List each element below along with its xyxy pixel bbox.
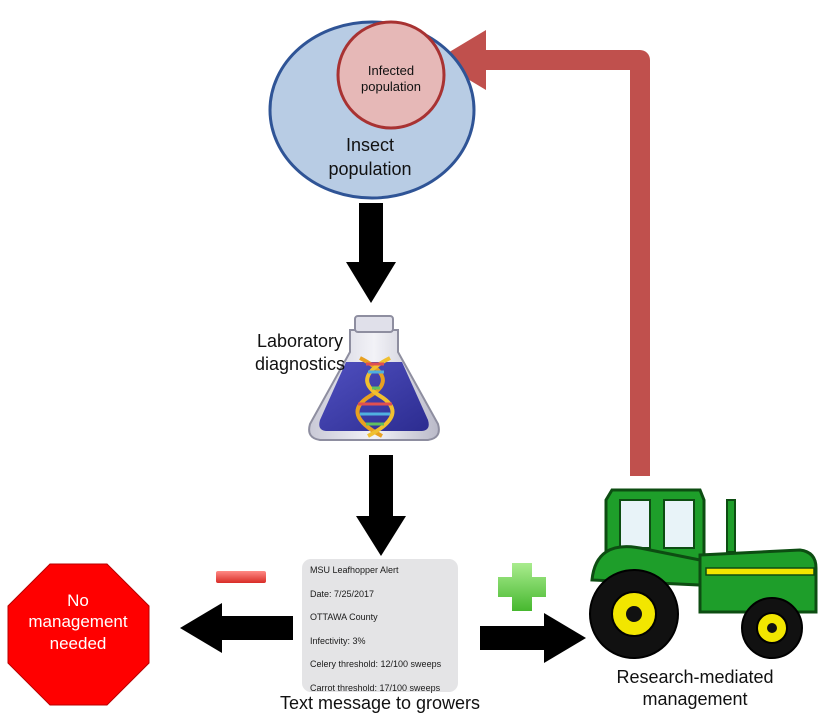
lab-label-line2: diagnostics [254,354,346,375]
sms-line: Carrot threshold: 17/100 sweeps [310,682,441,693]
management-label-line2: management [642,688,748,709]
text-message-card: MSU Leafhopper Alert Date: 7/25/2017 OTT… [302,559,458,693]
stop-sign-icon [7,563,150,706]
plus-icon [498,563,546,611]
infected-population-circle [336,20,446,130]
infected-label-line1: Infected [367,63,415,78]
no-management-label: No management needed [8,590,148,654]
flask-icon [308,315,440,441]
left-arrow-to-no-management [180,603,293,653]
research-mediated-management-label: Research-mediated management [600,667,790,710]
text-message-caption: Text message to growers [279,693,481,713]
insect-population-label: Insect population [310,133,430,182]
dna-icon [355,356,395,438]
insect-label-line2: population [328,159,412,180]
infected-population-label: Infected population [351,63,431,94]
sms-line: OTTAWA County [310,612,378,623]
no-management-line2: management [28,612,128,632]
feedback-arrow [436,30,650,476]
management-label-line1: Research-mediated [616,667,774,687]
minus-icon [216,571,266,583]
sms-line: Celery threshold: 12/100 sweeps [310,659,442,670]
down-arrow-to-lab [346,203,396,303]
no-management-line3: needed [49,633,107,653]
laboratory-diagnostics-label: Laboratory diagnostics [240,330,360,377]
lab-label-line1: Laboratory [256,331,344,351]
sms-line: Infectivity: 3% [310,635,366,646]
sms-line: MSU Leafhopper Alert [310,565,399,575]
right-arrow-to-management [480,613,586,663]
insect-label-line1: Insect [345,135,395,155]
sms-line: Date: 7/25/2017 [310,588,375,599]
no-management-line1: No [67,591,89,610]
infected-label-line2: population [361,78,421,94]
down-arrow-to-sms [356,455,406,556]
tractor-icon [589,488,818,659]
